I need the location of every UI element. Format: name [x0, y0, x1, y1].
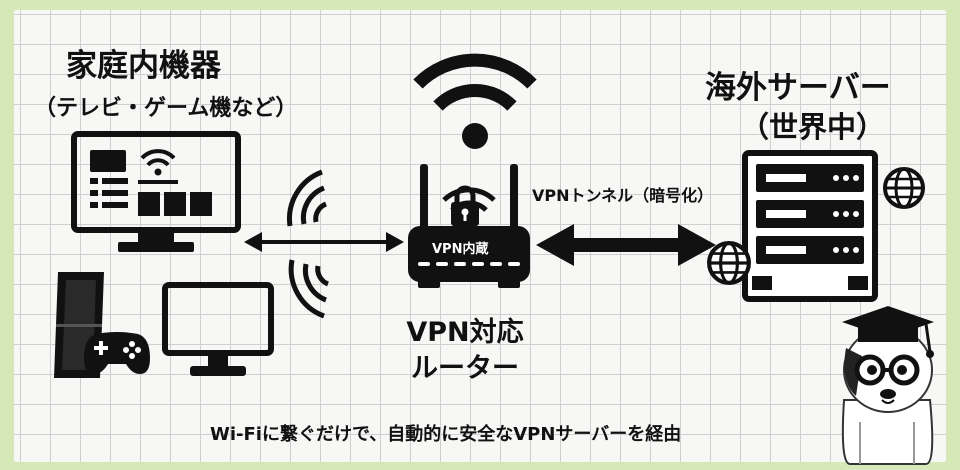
- overseas-server-subtitle: （世界中）: [740, 110, 886, 144]
- vpn-tunnel-label: VPNトンネル（暗号化）: [532, 186, 714, 205]
- wifi-icon: [413, 53, 537, 149]
- router-type-label: ルーター: [411, 353, 519, 384]
- router-icon: [408, 164, 530, 288]
- monitor-icon: [162, 282, 274, 376]
- home-devices-subtitle: （テレビ・ゲーム機など）: [34, 96, 298, 121]
- footer-caption: Wi-Fiに繋ぐだけで、自動的に安全なVPNサーバーを経由: [210, 424, 682, 445]
- wifi-signal-icon: [288, 259, 330, 319]
- globe-icon: [883, 167, 925, 209]
- mascot-icon: [841, 306, 934, 465]
- tv-icon: [71, 131, 241, 252]
- globe-icon: [707, 241, 751, 285]
- overseas-server-title: 海外サーバー: [705, 70, 891, 106]
- server-rack-icon: [742, 150, 878, 302]
- router-name-label: VPN対応: [406, 317, 524, 348]
- router-badge: VPN内蔵: [432, 242, 489, 257]
- lock-icon: [451, 185, 479, 226]
- gamepad-icon: [84, 332, 150, 374]
- vpn-tunnel-arrow-icon: [536, 224, 716, 266]
- home-devices-title: 家庭内機器: [66, 48, 221, 84]
- connection-arrow-icon: [244, 232, 404, 252]
- wifi-signal-icon: [287, 169, 328, 227]
